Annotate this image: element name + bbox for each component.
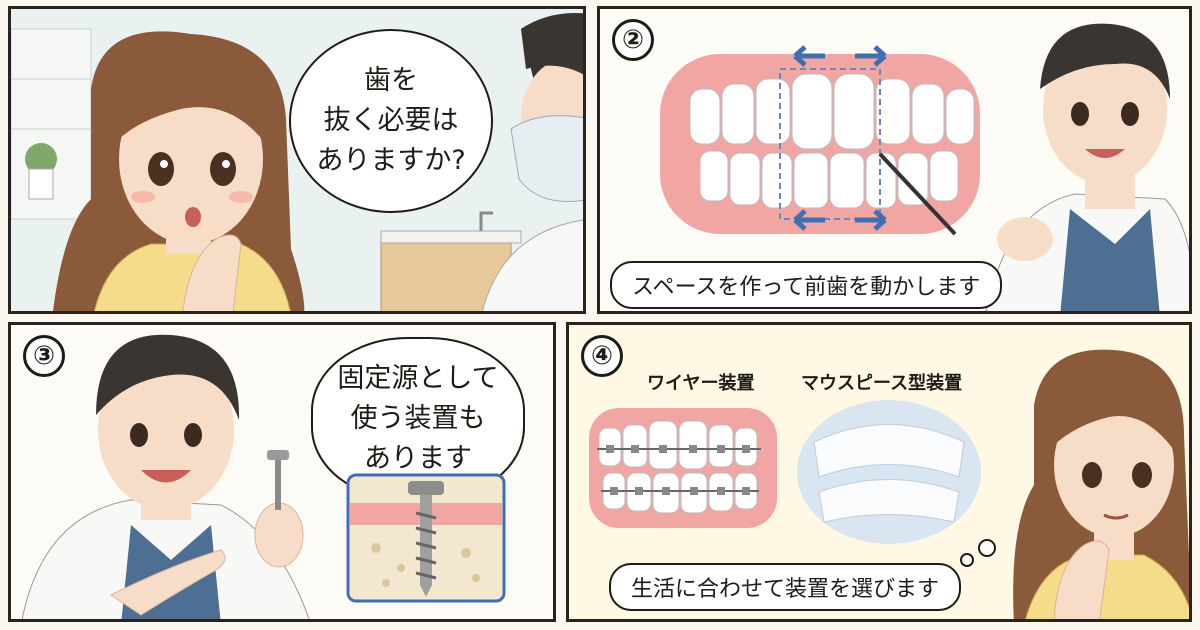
doctor-figure [985, 23, 1189, 311]
speech-line: 歯を [364, 65, 418, 96]
pointer-stick [878, 152, 957, 236]
woman-thinking-figure [1013, 349, 1189, 619]
caption: 生活に合わせて装置を選びます [609, 563, 962, 611]
wire-braces-label: ワイヤー装置 [647, 373, 755, 394]
panel-2: ② スペースを作って前歯を動かします [597, 6, 1192, 314]
speech-line: ありますか? [316, 145, 466, 176]
panel-3: ③ 固定源として 使う装置も あります [8, 322, 556, 622]
teeth-diagram [660, 54, 980, 234]
speech-line: 固定源として [337, 363, 499, 394]
aligner-label: マウスピース型装置 [801, 373, 963, 394]
doctor-figure [482, 13, 583, 311]
bone-cross-section [346, 473, 506, 603]
speech-line: 使う装置も [350, 403, 486, 434]
speech-line: 抜く必要は [323, 105, 459, 136]
wire-braces [589, 408, 777, 528]
doctor-figure [21, 334, 310, 619]
arrow-icon [793, 209, 887, 231]
clear-aligner [797, 400, 981, 544]
panel-number: ④ [581, 335, 623, 377]
panel-4: ④ ワイヤー装置 マウスピース型装置 生活に合 [566, 322, 1192, 622]
panel-number: ② [612, 19, 654, 61]
caption: スペースを作って前歯を動かします [610, 261, 1003, 309]
woman-thinking-figure [53, 31, 305, 311]
panel-number: ③ [23, 335, 65, 377]
arrow-icon [793, 45, 887, 67]
mini-screw-implant [408, 481, 444, 597]
speech-line: あります [364, 443, 472, 474]
panel-1: ① 歯を 抜く必要は ありますか? [8, 6, 586, 314]
speech-bubble: 歯を 抜く必要は ありますか? [289, 29, 493, 213]
thought-bubbles [960, 539, 996, 567]
